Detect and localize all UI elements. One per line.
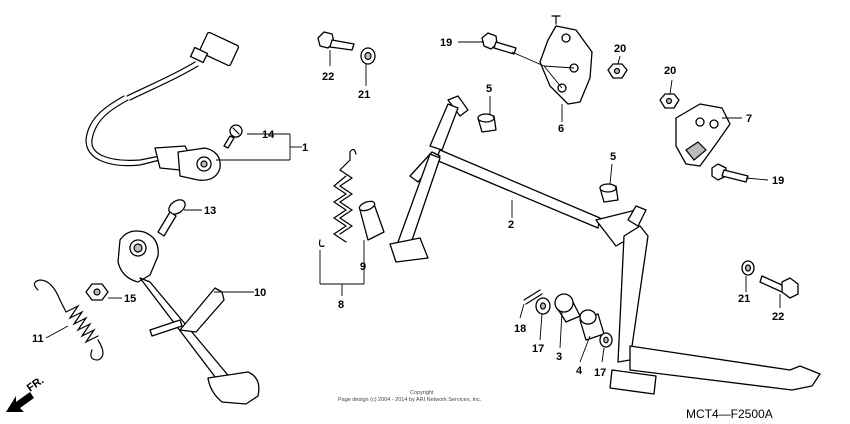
callout-21b: 21 xyxy=(738,293,750,305)
copyright-line-2: Page design (c) 2004 - 2014 by ARI Netwo… xyxy=(338,397,482,403)
nut-15[interactable] xyxy=(85,283,109,301)
callout-2: 2 xyxy=(508,219,514,231)
callout-11: 11 xyxy=(32,333,44,345)
callout-15: 15 xyxy=(124,293,136,305)
callout-1: 1 xyxy=(302,142,308,154)
callout-8: 8 xyxy=(338,299,344,311)
pin-18[interactable] xyxy=(523,289,543,305)
callout-21a: 21 xyxy=(358,89,370,101)
callout-13: 13 xyxy=(204,205,216,217)
arrow-icon xyxy=(6,392,34,412)
callout-9: 9 xyxy=(360,261,366,273)
callout-18: 18 xyxy=(514,323,526,335)
washer-21-lower[interactable] xyxy=(741,260,755,276)
callout-22b: 22 xyxy=(772,311,784,323)
callout-5a: 5 xyxy=(486,83,492,95)
callout-19a: 19 xyxy=(440,37,452,49)
callout-5b: 5 xyxy=(610,151,616,163)
collar-3[interactable] xyxy=(554,293,581,323)
washer-17-left[interactable] xyxy=(535,297,551,315)
callout-14: 14 xyxy=(262,129,275,141)
callout-17b: 17 xyxy=(594,367,606,379)
spring-11[interactable] xyxy=(33,279,104,361)
collar-4[interactable] xyxy=(579,309,605,341)
callout-7: 7 xyxy=(746,113,752,125)
side-stand-switch[interactable] xyxy=(85,31,240,181)
bolt-22-upper[interactable] xyxy=(317,31,355,51)
callout-17a: 17 xyxy=(532,343,544,355)
washer-17-right[interactable] xyxy=(599,332,613,348)
callout-labels: 1 2 3 4 5 5 6 7 8 9 10 11 13 14 15 17 17… xyxy=(32,37,784,379)
stopper-5-right[interactable] xyxy=(599,183,619,203)
callout-19b: 19 xyxy=(772,175,784,187)
side-stand-10[interactable] xyxy=(117,230,260,405)
leader-lines xyxy=(45,41,781,363)
callout-3: 3 xyxy=(556,351,562,363)
diagram-code: MCT4—F2500A xyxy=(686,407,773,421)
bracket-6[interactable] xyxy=(539,15,593,105)
callout-20b: 20 xyxy=(664,65,676,77)
copyright-line-1: Copyright xyxy=(410,390,434,396)
callout-22a: 22 xyxy=(322,71,334,83)
bracket-7[interactable] xyxy=(675,103,731,167)
front-label: FR. xyxy=(25,374,46,394)
bolt-22-lower[interactable] xyxy=(759,275,799,299)
callout-4: 4 xyxy=(576,365,583,377)
bolt-19-upper[interactable] xyxy=(481,32,517,55)
bolt-13[interactable] xyxy=(157,197,188,237)
callout-6: 6 xyxy=(558,123,564,135)
callout-10: 10 xyxy=(254,287,266,299)
nut-20-upper[interactable] xyxy=(607,63,628,79)
stopper-5-left[interactable] xyxy=(477,113,497,133)
callout-20a: 20 xyxy=(614,43,626,55)
bolt-19-lower[interactable] xyxy=(711,163,749,183)
front-direction-arrow: FR. xyxy=(6,374,46,412)
screw-14[interactable] xyxy=(223,124,243,149)
washer-21-upper[interactable] xyxy=(360,47,376,65)
collar-9[interactable] xyxy=(358,200,385,241)
spring-8[interactable] xyxy=(318,148,357,247)
main-stand-2[interactable] xyxy=(389,95,821,395)
nut-20-lower[interactable] xyxy=(659,93,680,109)
